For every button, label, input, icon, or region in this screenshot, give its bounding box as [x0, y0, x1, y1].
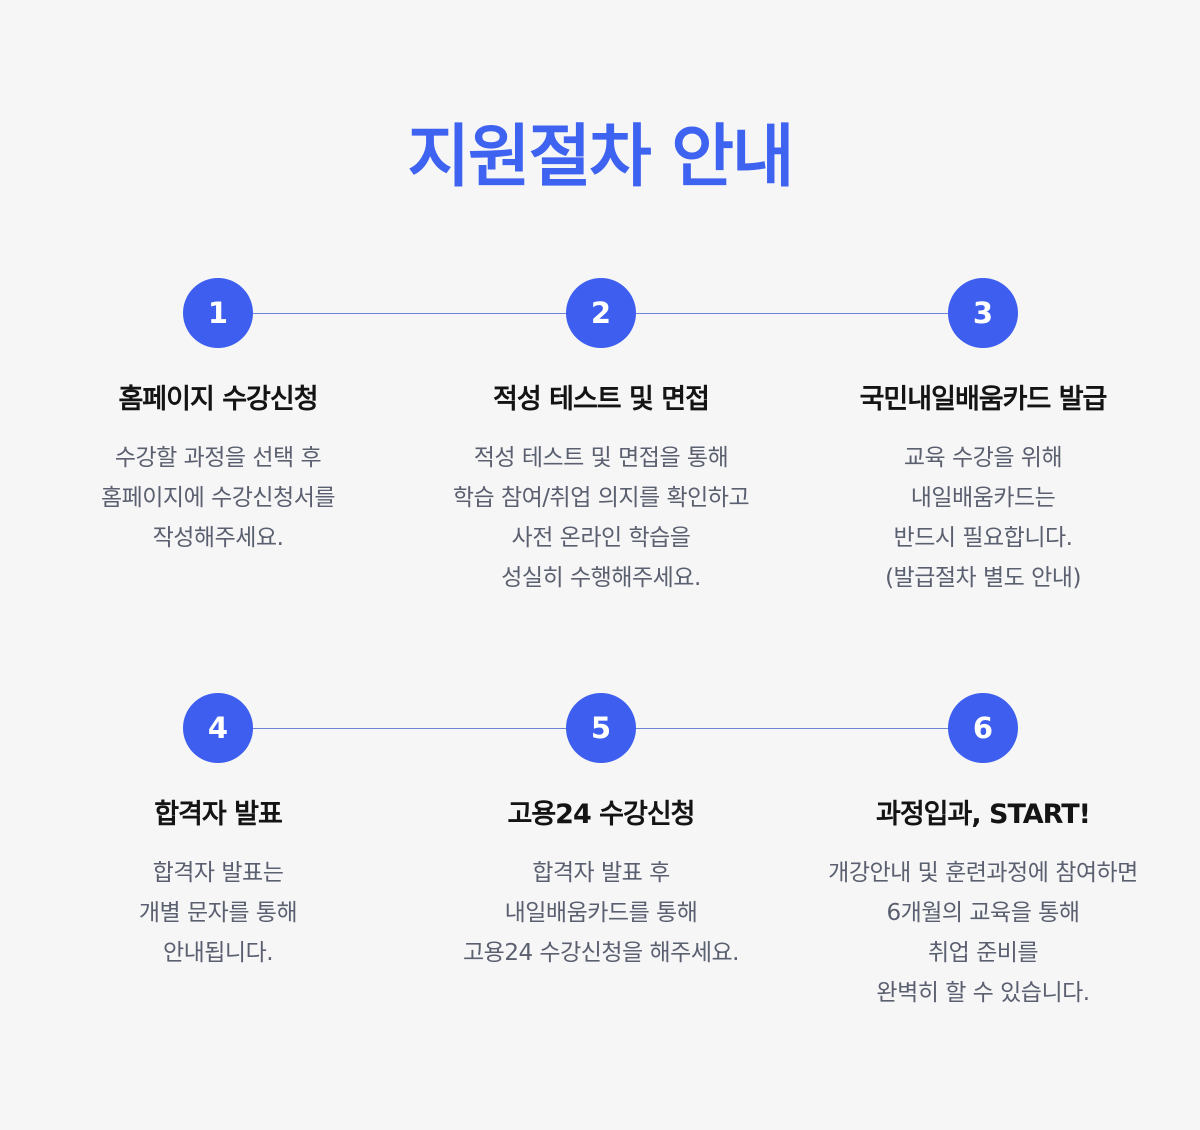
step-description: 수강할 과정을 선택 후 홈페이지에 수강신청서를 작성해주세요. — [28, 438, 408, 558]
step-description-line: (발급절차 별도 안내) — [885, 565, 1081, 591]
step-description-line: 개강안내 및 훈련과정에 참여하면 — [828, 860, 1138, 886]
step-description-line: 교육 수강을 위해 — [903, 445, 1063, 471]
step-description-line: 완벽히 할 수 있습니다. — [876, 980, 1090, 1006]
step-description: 개강안내 및 훈련과정에 참여하면 6개월의 교육을 통해 취업 준비를 완벽히… — [793, 853, 1173, 1013]
step-description-line: 학습 참여/취업 의지를 확인하고 — [452, 485, 750, 511]
step-heading: 홈페이지 수강신청 — [118, 384, 318, 415]
step-description-line: 6개월의 교육을 통해 — [886, 900, 1080, 926]
step-heading: 과정입과, START! — [876, 799, 1091, 830]
step-description-line: 반드시 필요합니다. — [893, 525, 1073, 551]
step-number-badge: 1 — [183, 278, 253, 348]
step-heading: 합격자 발표 — [154, 799, 283, 830]
step-description-line: 합격자 발표 후 — [532, 860, 670, 886]
step-number-badge: 3 — [948, 278, 1018, 348]
step-description: 교육 수강을 위해 내일배움카드는 반드시 필요합니다. (발급절차 별도 안내… — [793, 438, 1173, 598]
step-description-line: 성실히 수행해주세요. — [501, 565, 701, 591]
step-description-line: 합격자 발표는 — [152, 860, 284, 886]
step-heading: 국민내일배움카드 발급 — [859, 384, 1108, 415]
step-description-line: 홈페이지에 수강신청서를 — [100, 485, 336, 511]
step-description-line: 안내됩니다. — [162, 940, 274, 966]
step-description-line: 사전 온라인 학습을 — [511, 525, 691, 551]
step-description: 적성 테스트 및 면접을 통해 학습 참여/취업 의지를 확인하고 사전 온라인… — [411, 438, 791, 598]
step-description: 합격자 발표 후 내일배움카드를 통해 고용24 수강신청을 해주세요. — [411, 853, 791, 973]
step-description-line: 내일배움카드는 — [910, 485, 1056, 511]
step-description-line: 내일배움카드를 통해 — [504, 900, 698, 926]
page-title: 지원절차 안내 — [407, 118, 794, 197]
step-description: 합격자 발표는 개별 문자를 통해 안내됩니다. — [28, 853, 408, 973]
step-number-badge: 4 — [183, 693, 253, 763]
step-number-badge: 2 — [566, 278, 636, 348]
step-heading: 적성 테스트 및 면접 — [493, 384, 710, 415]
step-description-line: 수강할 과정을 선택 후 — [114, 445, 322, 471]
step-description-line: 적성 테스트 및 면접을 통해 — [473, 445, 729, 471]
step-description-line: 고용24 수강신청을 해주세요. — [463, 940, 739, 966]
step-number-badge: 6 — [948, 693, 1018, 763]
step-description-line: 개별 문자를 통해 — [138, 900, 298, 926]
step-heading: 고용24 수강신청 — [507, 799, 695, 830]
step-description-line: 작성해주세요. — [152, 525, 284, 551]
step-description-line: 취업 준비를 — [927, 940, 1039, 966]
step-number-badge: 5 — [566, 693, 636, 763]
